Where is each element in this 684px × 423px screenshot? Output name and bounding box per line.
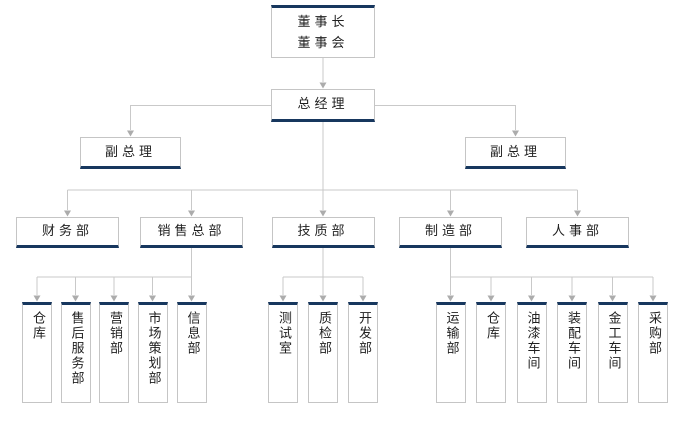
org-node-label: 仓库: [30, 311, 45, 341]
org-node-marketing: 营销部: [99, 302, 129, 403]
org-node-label: 营销部: [107, 311, 122, 356]
org-node-label: 财务部: [41, 224, 93, 239]
org-node-deputy-gm-left: 副总理: [80, 137, 181, 169]
org-node-warehouse-sales: 仓库: [22, 302, 52, 403]
org-node-label: 制造部: [424, 224, 476, 239]
org-node-dept-tech-quality: 技质部: [271, 217, 375, 248]
org-node-label: 金工车间: [605, 311, 621, 371]
org-node-metalwork-workshop: 金工车间: [597, 302, 628, 403]
org-node-board: 董事长 董事会: [271, 5, 375, 58]
org-node-label: 副总理: [104, 144, 156, 160]
org-node-label: 仓库: [484, 311, 499, 341]
org-node-after-sales-service: 售后服务部: [60, 302, 91, 403]
org-node-paint-workshop: 油漆车间: [516, 302, 547, 403]
org-node-label: 质检部: [316, 311, 331, 356]
org-node-quality-inspection: 质检部: [308, 302, 338, 403]
org-node-label: 装配车间: [565, 311, 580, 371]
org-node-label: 董事长: [297, 14, 349, 30]
arrowheads: [33, 82, 657, 302]
org-node-purchasing: 采购部: [638, 302, 668, 403]
org-node-label: 测试室: [276, 311, 291, 356]
org-node-label: 销售总部: [157, 224, 226, 239]
org-node-test-room: 测试室: [268, 302, 298, 403]
org-node-dept-manufacturing: 制造部: [399, 217, 502, 248]
org-node-label: 采购部: [646, 311, 661, 356]
org-node-dept-sales: 销售总部: [140, 217, 243, 248]
org-node-label: 油漆车间: [524, 311, 540, 371]
org-node-label: 总经理: [297, 97, 349, 112]
org-node-assembly-workshop: 装配车间: [557, 302, 587, 403]
org-node-label: 董事会: [297, 35, 349, 51]
org-node-label: 运输部: [443, 311, 459, 356]
org-node-dept-finance: 财务部: [16, 217, 119, 248]
org-node-label: 售后服务部: [68, 311, 84, 386]
org-node-label: 开发部: [356, 311, 371, 356]
org-node-warehouse-mfg: 仓库: [476, 302, 506, 403]
org-node-label: 市场策划部: [145, 311, 161, 386]
org-node-general-manager: 总经理: [271, 89, 375, 122]
org-node-label: 信息部: [184, 311, 200, 356]
org-node-label: 副总理: [489, 144, 541, 160]
org-node-label: 技质部: [297, 224, 349, 239]
org-node-label: 人事部: [551, 224, 603, 239]
org-node-dept-hr: 人事部: [526, 217, 629, 248]
org-node-transportation: 运输部: [435, 302, 466, 403]
org-node-information: 信息部: [176, 302, 207, 403]
org-node-deputy-gm-right: 副总理: [465, 137, 566, 169]
org-node-development: 开发部: [348, 302, 378, 403]
org-node-market-planning: 市场策划部: [137, 302, 168, 403]
